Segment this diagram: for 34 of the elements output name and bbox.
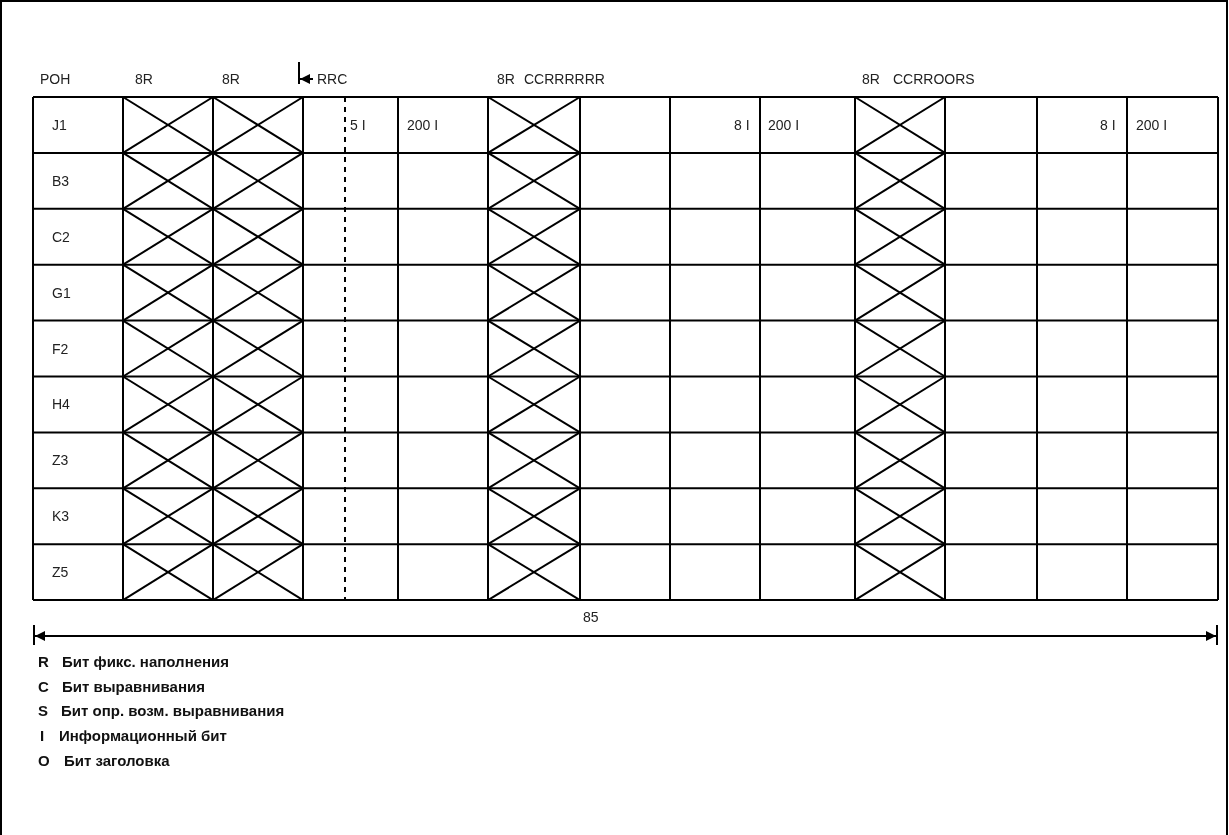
bit-count: 8 I <box>734 116 750 134</box>
row-label: C2 <box>52 228 70 246</box>
column-header: 8R <box>135 70 153 88</box>
column-header: 8R <box>222 70 240 88</box>
legend-symbol: C <box>38 677 49 695</box>
row-label: J1 <box>52 116 67 134</box>
column-header: CCRRRRRR <box>524 70 605 88</box>
row-label: Z5 <box>52 563 69 581</box>
legend-description: Бит фикс. наполнения <box>62 652 230 670</box>
row-label: G1 <box>52 284 71 302</box>
bit-count: 8 I <box>1100 116 1116 134</box>
row-label: B3 <box>52 172 70 190</box>
column-header: 8R <box>497 70 515 88</box>
legend-description: Информационный бит <box>59 726 227 744</box>
legend-description: Бит опр. возм. выравнивания <box>61 701 285 719</box>
column-header: CCRROORS <box>893 70 975 88</box>
row-label: F2 <box>52 340 69 358</box>
row-label: H4 <box>52 395 70 413</box>
bit-count: 5 I <box>350 116 366 134</box>
legend-symbol: S <box>38 701 48 719</box>
dimension-value: 85 <box>583 608 599 626</box>
bit-count: 200 I <box>768 116 800 134</box>
legend-symbol: R <box>38 652 49 670</box>
legend-description: Бит заголовка <box>64 751 170 769</box>
bit-count: 200 I <box>407 116 439 134</box>
row-label: K3 <box>52 507 70 525</box>
legend-description: Бит выравнивания <box>62 677 205 695</box>
row-label: Z3 <box>52 451 69 469</box>
legend-symbol: O <box>38 751 50 769</box>
column-header: 8R <box>862 70 880 88</box>
legend-symbol: I <box>40 726 45 744</box>
column-header: RRC <box>317 70 348 88</box>
column-header: POH <box>40 70 71 88</box>
bit-count: 200 I <box>1136 116 1168 134</box>
